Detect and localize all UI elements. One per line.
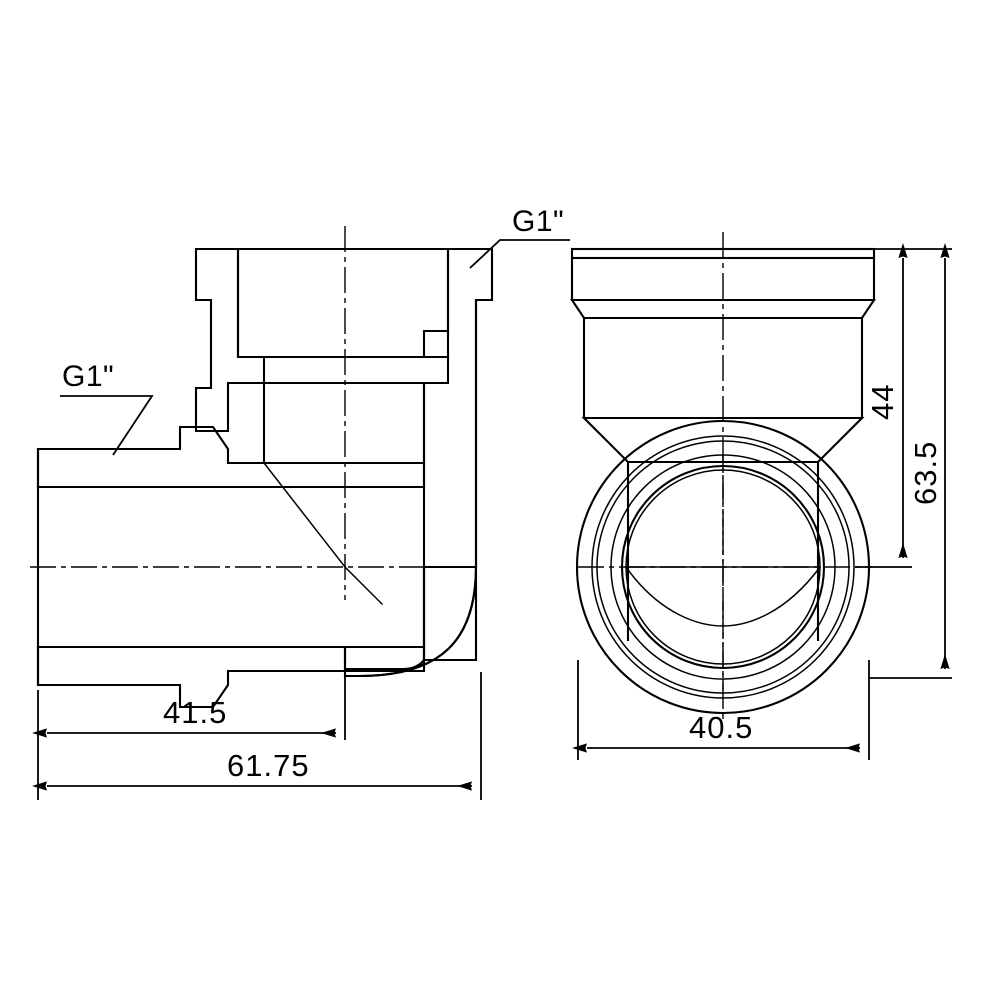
leader-thread-left: G1" (60, 360, 154, 456)
dimension-61-75: 61.75 (32, 748, 472, 791)
section-elbow-corner-solid (343, 567, 426, 671)
front-view: 40.5 44 63.5 (570, 232, 952, 760)
leader-line-thread-left (60, 395, 154, 456)
label-thread-top: G1" (512, 205, 564, 238)
section-wall-left-bottom (36, 645, 426, 709)
leader-line-thread-top (469, 239, 570, 269)
elbow-inner-edge (343, 658, 426, 671)
leader-thread-top: G1" (469, 205, 570, 269)
dimension-40-5: 40.5 (572, 710, 860, 753)
dim-text-41-5: 41.5 (163, 695, 227, 730)
front-circle-3 (596, 440, 850, 694)
dimension-63-5: 63.5 (908, 243, 950, 669)
section-wall-left-top (36, 425, 426, 489)
front-circle-2 (591, 435, 855, 699)
dimension-44: 44 (865, 243, 908, 558)
dim-text-63-5: 63.5 (908, 441, 943, 505)
section-wall-top-left (194, 247, 266, 433)
elbow-outer-radius (343, 565, 478, 678)
dim-text-61-75: 61.75 (227, 748, 310, 783)
dimension-41-5: 41.5 (32, 695, 336, 738)
section-view: G1" G1" 41.5 61.75 (30, 205, 570, 800)
dim-text-44: 44 (865, 384, 900, 420)
section-wall-top-right (422, 247, 494, 662)
dim-text-40-5: 40.5 (689, 710, 753, 745)
internal-transition-line (262, 461, 347, 569)
section-elbow-throat (343, 565, 384, 606)
label-thread-left: G1" (62, 360, 114, 393)
